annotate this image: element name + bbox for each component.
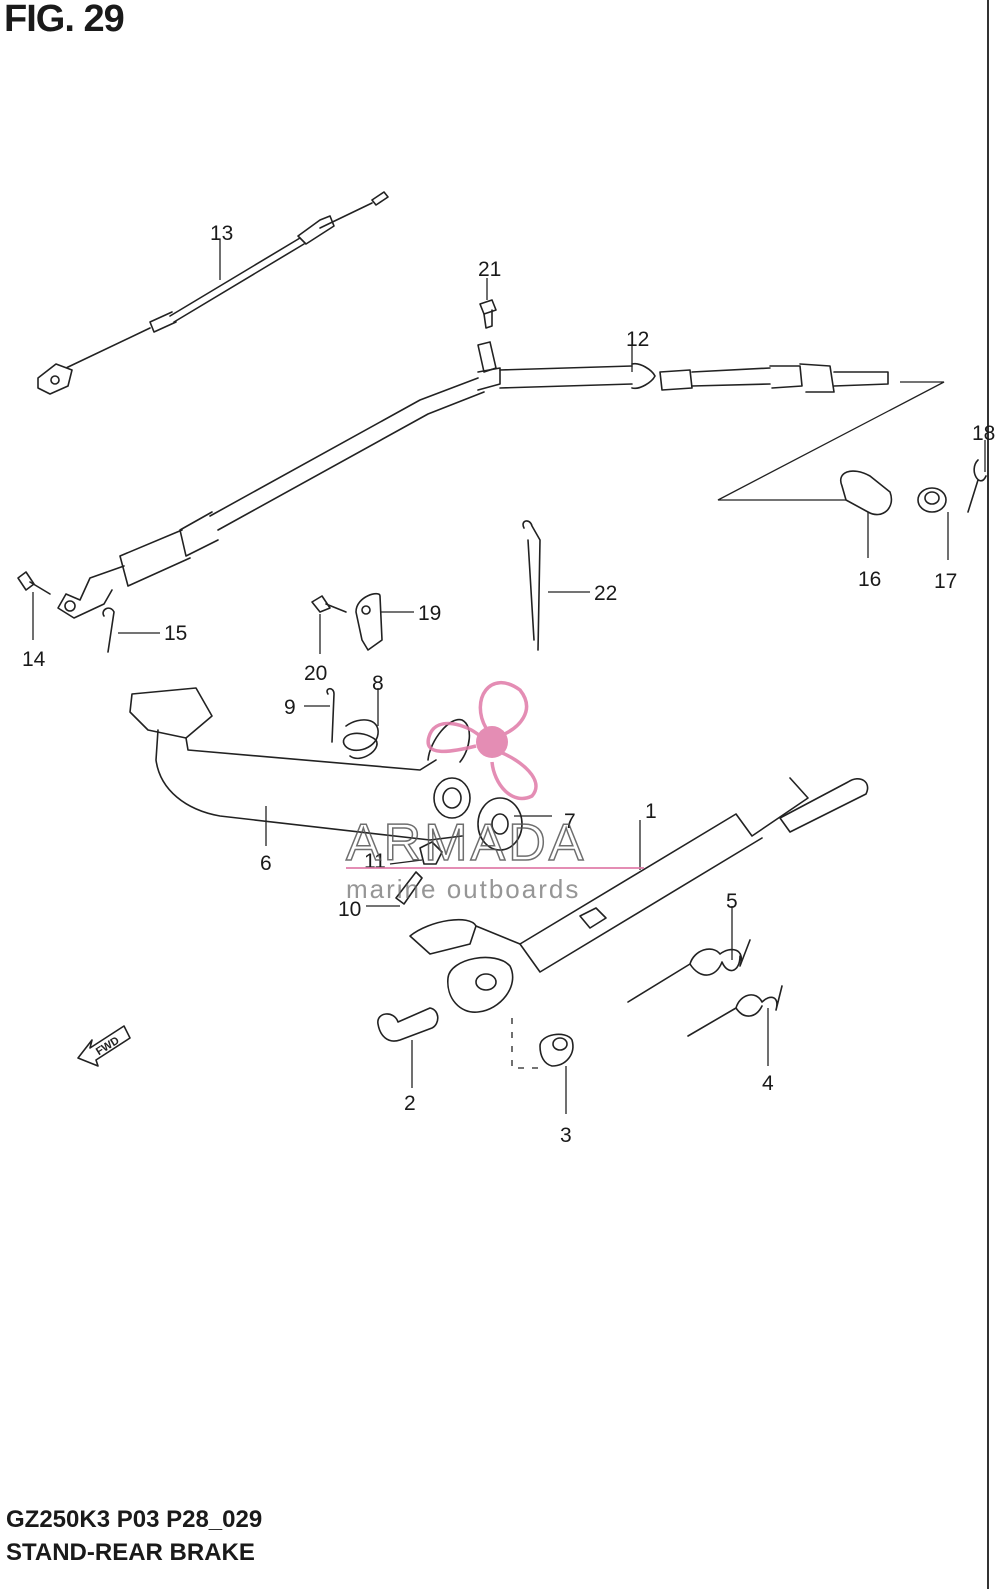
callout-7: 7 bbox=[564, 810, 576, 833]
part-1-side-stand bbox=[409, 777, 869, 1013]
leader-lines bbox=[32, 240, 986, 1114]
watermark-brand: ARMADA bbox=[346, 814, 586, 872]
callout-8: 8 bbox=[372, 672, 384, 695]
callout-9: 9 bbox=[284, 696, 296, 719]
callout-10: 10 bbox=[338, 898, 361, 921]
part-21-bolt bbox=[479, 299, 497, 329]
watermark-tagline: marine outboards bbox=[346, 874, 580, 904]
parts-4-5-springs bbox=[627, 939, 783, 1037]
callout-5: 5 bbox=[726, 890, 738, 913]
callout-4: 4 bbox=[762, 1072, 774, 1095]
callout-12: 12 bbox=[626, 328, 649, 351]
part-6-brake-pedal bbox=[129, 687, 471, 841]
callout-14: 14 bbox=[22, 648, 46, 671]
part-14-bolt bbox=[17, 571, 51, 595]
callout-numbers: 1 2 3 4 5 6 7 8 9 10 11 12 13 14 15 16 1… bbox=[22, 222, 995, 1147]
callout-2: 2 bbox=[404, 1092, 416, 1115]
part-13-cable bbox=[37, 191, 389, 395]
propeller-logo-icon bbox=[426, 681, 538, 801]
callout-13: 13 bbox=[210, 222, 233, 245]
callout-22: 22 bbox=[594, 582, 617, 605]
callout-19: 19 bbox=[418, 602, 441, 625]
part-7-washer bbox=[477, 797, 523, 851]
callout-15: 15 bbox=[164, 622, 187, 645]
callout-18: 18 bbox=[972, 422, 995, 445]
part-22-tie bbox=[522, 520, 541, 651]
watermark: ARMADA marine outboards bbox=[345, 681, 644, 904]
parts-2-3 bbox=[377, 1007, 574, 1069]
callout-6: 6 bbox=[260, 852, 272, 875]
callout-16: 16 bbox=[858, 568, 881, 591]
parts-19-20 bbox=[311, 592, 383, 651]
propeller-hub-icon bbox=[476, 726, 508, 758]
section-name: STAND-REAR BRAKE bbox=[6, 1539, 255, 1566]
callout-21: 21 bbox=[478, 258, 501, 281]
callout-20: 20 bbox=[304, 662, 327, 685]
part-12-cable bbox=[57, 341, 889, 619]
callout-3: 3 bbox=[560, 1124, 572, 1147]
part-15-pin bbox=[102, 607, 115, 653]
page-border-line bbox=[987, 0, 989, 1589]
part-8-spring bbox=[342, 719, 379, 760]
callout-17: 17 bbox=[934, 570, 957, 593]
callout-1: 1 bbox=[645, 800, 657, 823]
parts-10-11 bbox=[395, 841, 443, 905]
figure-title: FIG. 29 bbox=[4, 0, 125, 40]
parts-16-17-18 bbox=[717, 381, 987, 516]
fwd-arrow-icon: FWD bbox=[77, 1025, 131, 1067]
part-9-pin bbox=[326, 687, 335, 743]
model-code: GZ250K3 P03 P28_029 bbox=[6, 1506, 263, 1533]
